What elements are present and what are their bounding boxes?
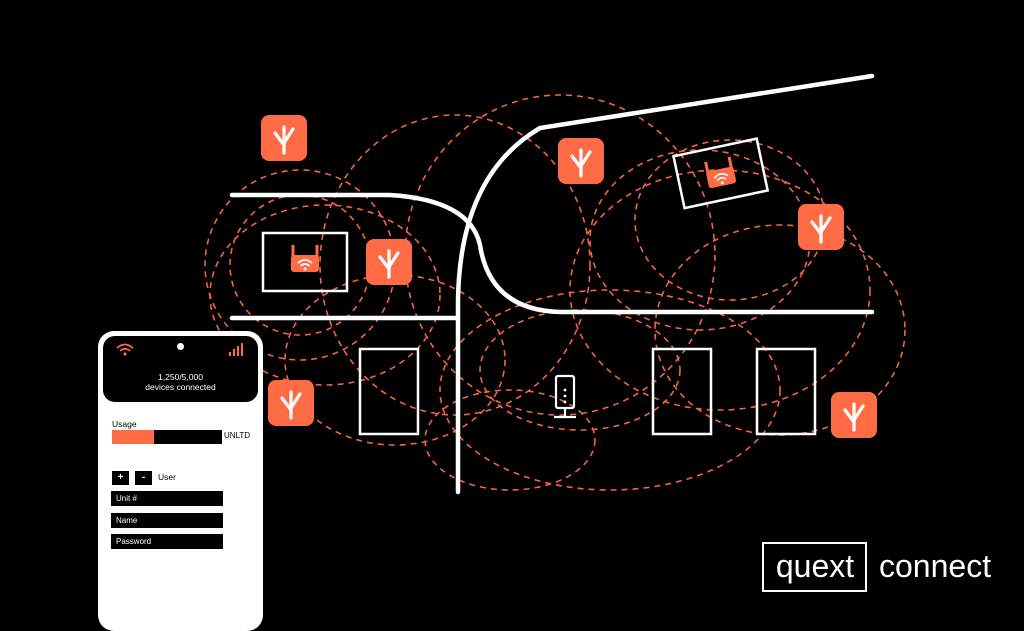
building-router-right (672, 137, 770, 210)
user-label: User (158, 472, 176, 482)
wifi-router-icon (704, 156, 737, 189)
usage-bar (112, 430, 222, 444)
add-user-button[interactable]: + (112, 471, 129, 485)
devices-label: devices connected (145, 382, 216, 392)
building-a (358, 347, 420, 436)
usage-limit: UNLTD (224, 431, 251, 440)
usage-label: Usage (112, 419, 137, 429)
buildings (261, 137, 817, 436)
devices-count: 1,250/5,000 (158, 372, 203, 382)
logo-quext: quext (775, 548, 855, 584)
usage-fill (112, 430, 154, 444)
name-field[interactable]: Name (111, 513, 223, 528)
tree-sensor-icon (266, 378, 316, 428)
building-router-left (261, 231, 349, 293)
camera-dot (177, 343, 184, 350)
phone-mockup: 1,250/5,000 devices connected Usage UNLT… (98, 331, 263, 631)
phone-status-panel: 1,250/5,000 devices connected (103, 336, 258, 402)
tree-sensor-icon (829, 390, 879, 440)
wifi-icon (116, 343, 134, 356)
network-map (204, 73, 906, 495)
roads (229, 73, 875, 495)
tree-sensor-icon (259, 113, 309, 163)
logo-box (762, 542, 867, 592)
road-top-left (229, 192, 875, 315)
wifi-router-icon (291, 245, 319, 272)
coverage-rings (204, 94, 906, 491)
tree-sensor-icon (556, 136, 606, 186)
signal-bars-icon (229, 343, 243, 356)
building-c (755, 347, 817, 436)
road-vertical (455, 73, 875, 495)
tree-sensor-icon (796, 202, 846, 252)
logo-connect: connect (879, 548, 992, 584)
unit-field[interactable]: Unit # (111, 491, 223, 506)
hub-icon (554, 374, 576, 419)
password-field[interactable]: Password (111, 534, 223, 549)
building-b (651, 347, 713, 436)
remove-user-button[interactable]: - (135, 471, 152, 485)
tree-sensor-icon (364, 237, 414, 287)
